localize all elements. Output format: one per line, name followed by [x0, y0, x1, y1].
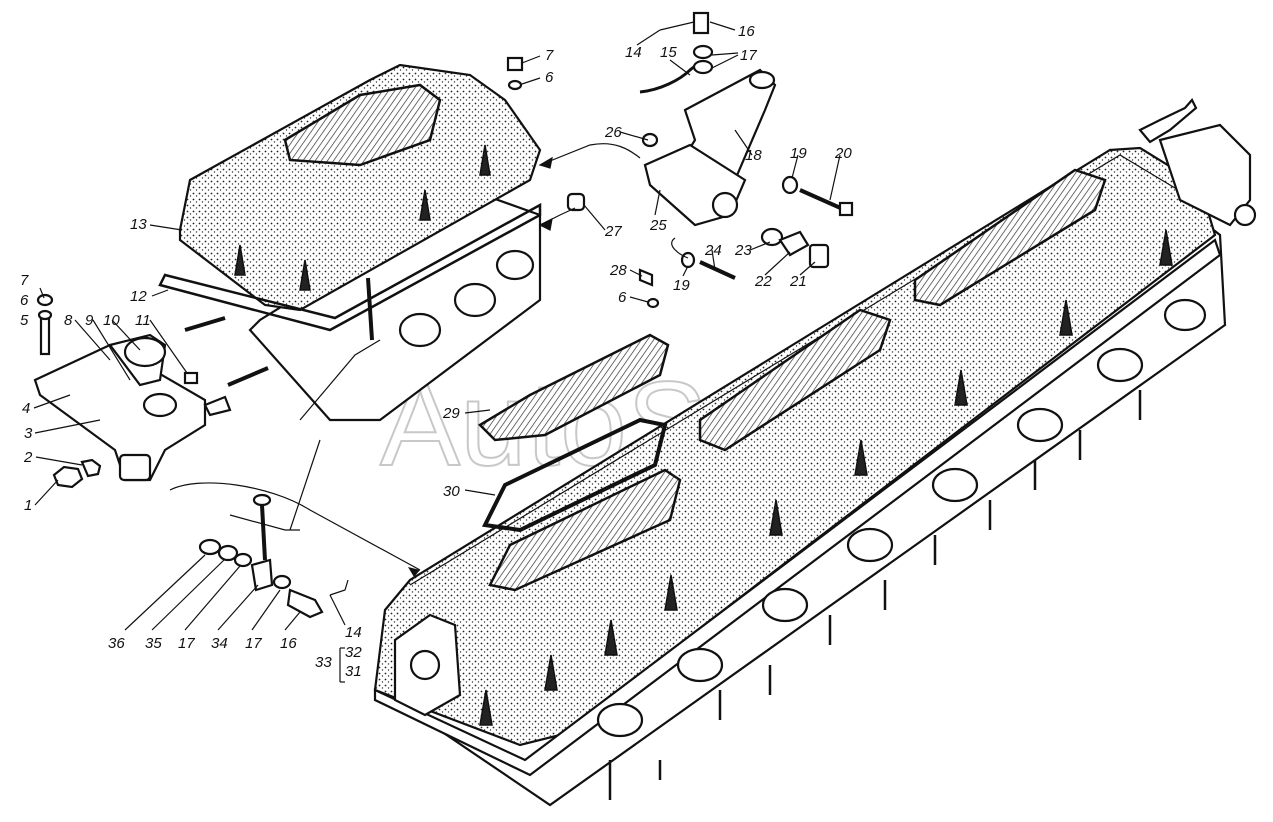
callout-label: 18	[745, 147, 762, 164]
callout-label: 10	[103, 312, 120, 329]
small-cylinder-head	[158, 63, 542, 422]
callout-label: 5	[20, 312, 29, 329]
callout-label: 17	[740, 47, 757, 64]
callout-label: 32	[345, 644, 362, 661]
callout-label: 24	[704, 242, 722, 259]
callout-label: 6	[20, 292, 29, 309]
callout-label: 7	[20, 272, 29, 289]
callout-label: 33	[315, 654, 332, 671]
callout-label: 12	[130, 288, 147, 305]
callout-label: 25	[649, 217, 667, 234]
callout-label: 6	[545, 69, 554, 86]
pipe-assembly	[506, 11, 854, 309]
callout-label: 31	[345, 663, 362, 680]
callout-label: 4	[22, 400, 30, 417]
lower-pipe-assembly	[169, 482, 421, 619]
callout-label: 2	[23, 449, 33, 466]
callout-label: 22	[754, 273, 772, 290]
callout-label: 36	[108, 635, 125, 652]
callout-label: 27	[604, 223, 622, 240]
callout-label: 14	[625, 44, 642, 61]
port-holes	[596, 298, 1207, 738]
callout-label: 35	[145, 635, 162, 652]
callout-label: 6	[618, 289, 627, 306]
callout-label: 16	[280, 635, 297, 652]
callout-label: 26	[604, 124, 622, 141]
rocker-bracket-assembly	[33, 293, 232, 489]
callout-label: 7	[545, 47, 554, 64]
callout-label: 16	[738, 23, 755, 40]
callout-label: 21	[789, 273, 807, 290]
callout-label: 1	[24, 497, 32, 514]
studs	[608, 390, 1142, 800]
large-cylinder-head	[373, 98, 1257, 807]
cover-fins	[479, 229, 1173, 726]
callout-label: 15	[660, 44, 677, 61]
callout-label: 30	[443, 483, 460, 500]
callout-label: 17	[245, 635, 262, 652]
callout-label: 19	[790, 145, 807, 162]
callout-label: 34	[211, 635, 228, 652]
callout-label: 11	[135, 312, 151, 329]
callout-label: 28	[609, 262, 627, 279]
callout-label: 9	[85, 312, 94, 329]
leader-lines	[33, 21, 841, 683]
callout-label: 3	[24, 425, 33, 442]
callout-label: 8	[64, 312, 73, 329]
callout-label: 20	[834, 145, 852, 162]
callout-label: 23	[734, 242, 752, 259]
callout-label: 17	[178, 635, 195, 652]
callout-label: 14	[345, 624, 362, 641]
callout-label: 13	[130, 216, 147, 233]
callout-label: 29	[442, 405, 460, 422]
gaskets	[477, 333, 670, 533]
callout-label: 19	[673, 277, 690, 294]
callout-labels: 1 2 3 4 5 6 7 8 9 10 11 12 13 7 6 14 15 …	[20, 23, 852, 680]
